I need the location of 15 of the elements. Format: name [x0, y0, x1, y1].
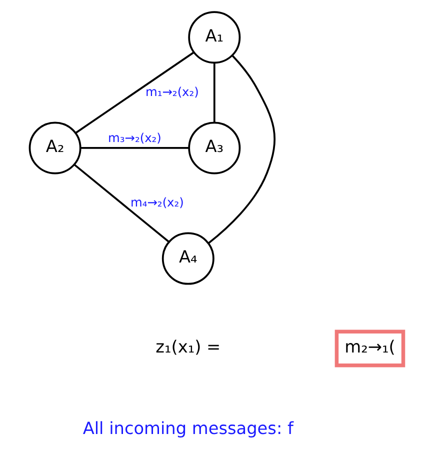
label: z₁(x₁) =: [156, 336, 221, 357]
connector: [75, 52, 194, 134]
label: All incoming messages: f: [82, 418, 294, 438]
connector: [80, 147, 189, 149]
edge-label: m₄→₂(x₂): [130, 195, 184, 210]
connector: [74, 164, 170, 243]
node-circle: A₂: [28, 122, 82, 174]
node-box: m₂→₁(: [334, 330, 406, 368]
edge-label: m₁→₂(x₂): [146, 84, 199, 99]
node-circle: A₁: [188, 11, 241, 64]
edge-label: m₃→₂(x₂): [108, 130, 162, 145]
node-circle: A₄: [162, 232, 214, 285]
node-circle: A₃: [188, 122, 241, 174]
connector: [208, 54, 276, 244]
connector: [213, 62, 216, 122]
